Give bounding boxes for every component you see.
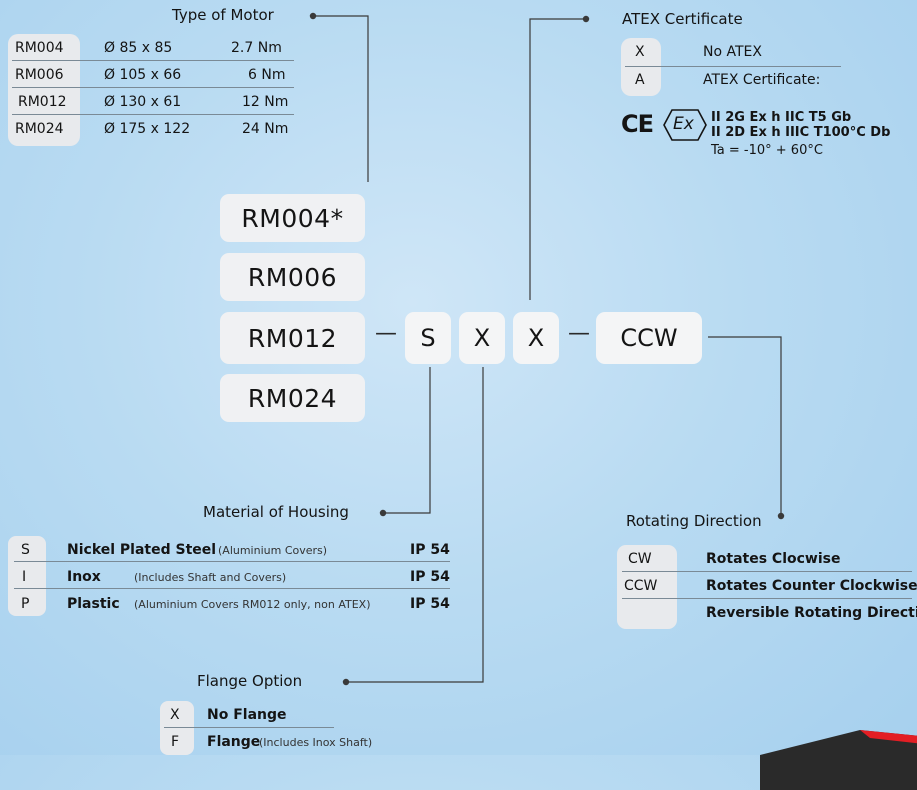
motor-heading: Type of Motor [172,6,274,24]
divider [12,60,294,61]
direction-label-3: Reversible Rotating Direction [706,605,917,621]
divider [14,588,450,589]
motor-dim-4: Ø 175 x 122 [104,121,191,137]
flange-heading: Flange Option [197,672,303,690]
housing-ip-2: IP 54 [410,569,450,585]
flange-label-2: Flange [207,734,261,750]
housing-label-2: Inox [67,569,101,585]
atex-label-2: ATEX Certificate: [703,72,821,88]
housing-heading: Material of Housing [203,503,349,521]
flange-note-2: (Includes Inox Shaft) [259,736,373,749]
direction-label-1: Rotates Clocwise [706,551,841,567]
divider [12,87,294,88]
ex-mark-label: Ex [673,114,694,134]
housing-label-3: Plastic [67,596,120,612]
divider [622,598,912,599]
divider [625,66,841,67]
housing-code-3: P [21,596,30,612]
housing-ip-3: IP 54 [410,596,450,612]
flange-label-1: No Flange [207,707,287,723]
atex-label-1: No ATEX [703,44,762,60]
motor-dim-2: Ø 105 x 66 [104,67,182,83]
motor-torque-2: 6 Nm [248,67,286,83]
code-separator: — [375,321,397,346]
housing-label-1: Nickel Plated Steel [67,542,217,558]
divider [622,571,912,572]
divider [12,114,294,115]
code-housing: S [405,312,451,364]
atex-cert-line2: II 2D Ex h IIIC T100°C Db [711,125,891,140]
housing-ip-1: IP 54 [410,542,450,558]
housing-note-3: (Aluminium Covers RM012 only, non ATEX) [134,598,371,611]
code-direction: CCW [596,312,702,364]
atex-code-2: A [635,72,645,88]
divider [164,727,334,728]
atex-temp-range: Ta = -10° + 60°C [711,143,823,158]
motor-option-rm012: RM012 [220,312,365,364]
housing-code-1: S [21,542,30,558]
motor-option-rm006: RM006 [220,253,365,301]
housing-note-1: (Aluminium Covers) [218,544,328,557]
motor-option-rm004: RM004* [220,194,365,242]
motor-dim-1: Ø 85 x 85 [104,40,173,56]
ce-mark-icon: CE [621,110,654,138]
ex-mark-icon: Ex [662,108,708,142]
atex-cert-line1: II 2G Ex h IIC T5 Gb [711,110,852,125]
connector-lines [309,12,785,686]
flange-code-1: X [170,707,180,723]
atex-code-1: X [635,44,645,60]
motor-code-4: RM024 [15,121,64,137]
atex-code-box [621,38,661,96]
divider [14,561,450,562]
motor-code-1: RM004 [15,40,64,56]
housing-note-2: (Includes Shaft and Covers) [134,571,287,584]
motor-code-3: RM012 [18,94,67,110]
housing-code-2: I [22,569,27,585]
code-flange: X [459,312,505,364]
product-image-corner [760,730,917,790]
motor-code-2: RM006 [15,67,64,83]
code-atex: X [513,312,559,364]
direction-label-2: Rotates Counter Clockwise [706,578,917,594]
housing-code-box [8,536,46,616]
atex-heading: ATEX Certificate [622,10,743,28]
motor-torque-4: 24 Nm [242,121,289,137]
direction-code-box [617,545,677,629]
motor-option-rm024: RM024 [220,374,365,422]
flange-code-box [160,701,194,755]
direction-code-2: CCW [624,578,658,594]
motor-code-box [8,34,80,146]
direction-heading: Rotating Direction [626,512,762,530]
code-separator: — [568,321,590,346]
flange-code-2: F [171,734,180,750]
direction-code-1: CW [628,551,652,567]
motor-torque-1: 2.7 Nm [231,40,282,56]
motor-torque-3: 12 Nm [242,94,289,110]
motor-dim-3: Ø 130 x 61 [104,94,182,110]
